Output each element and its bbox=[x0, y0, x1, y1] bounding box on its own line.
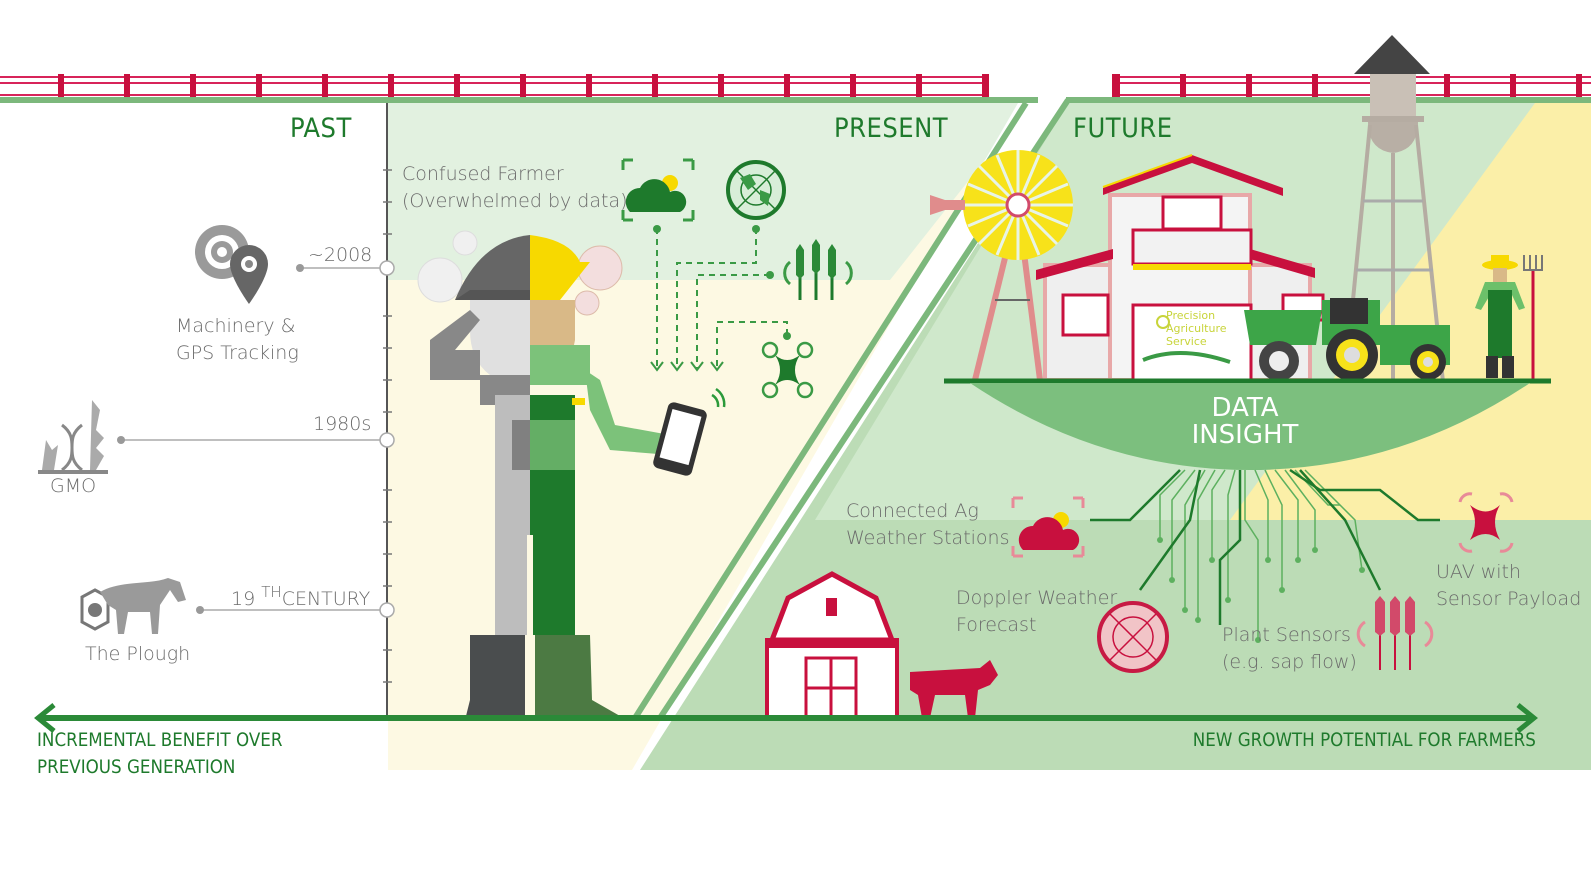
data-insight-bowl bbox=[970, 383, 1530, 470]
future-farmer-illustration bbox=[1475, 255, 1543, 380]
future-drone-icon bbox=[1458, 492, 1514, 553]
source-3-line2: Sensor Payload bbox=[1436, 588, 1582, 610]
timeline-date-1980s: 1980s bbox=[313, 413, 372, 435]
era-label-future: FUTURE bbox=[1073, 113, 1173, 144]
old-barn-illustration bbox=[765, 571, 899, 720]
footer-left-line2: PREVIOUS GENERATION bbox=[37, 756, 236, 778]
caption-line2: (Overwhelmed by data) bbox=[402, 190, 628, 212]
present-weather-station-icon bbox=[621, 158, 695, 368]
caption-line1: Confused Farmer bbox=[402, 163, 564, 185]
timeline-axis bbox=[117, 103, 395, 718]
present-plant-sensor-icon bbox=[696, 239, 853, 368]
source-label-uav: UAV with Sensor Payload bbox=[1436, 559, 1581, 613]
circuit-roots-dark bbox=[1090, 468, 1440, 625]
top-border-left bbox=[0, 97, 1038, 103]
timeline-date-19th-century: 19 THCENTURY bbox=[231, 579, 370, 613]
data-insight-label: DATA INSIGHT bbox=[1145, 395, 1345, 449]
gear-gps-pin-icon bbox=[195, 225, 268, 304]
barn-sign-line3: Service bbox=[1166, 335, 1207, 348]
present-doppler-globe-icon bbox=[676, 160, 786, 368]
dna-crop-icon bbox=[38, 400, 108, 474]
timeline-label-machinery: Machinery & GPS Tracking bbox=[176, 313, 299, 367]
confused-farmer-illustration bbox=[417, 230, 726, 716]
barn-sign-line1: Precision bbox=[1166, 309, 1216, 322]
century-word: CENTURY bbox=[281, 588, 371, 610]
source-label-doppler: Doppler Weather Forecast bbox=[956, 585, 1117, 639]
source-label-weather-stations: Connected Ag Weather Stations bbox=[846, 498, 1010, 552]
footer-left-line1: INCREMENTAL BENEFIT OVER bbox=[37, 729, 283, 751]
future-doppler-globe-icon bbox=[1097, 601, 1169, 673]
timeline-label-gmo: GMO bbox=[50, 475, 97, 497]
source-1-line2: Forecast bbox=[956, 614, 1037, 636]
machinery-line2: GPS Tracking bbox=[176, 342, 299, 364]
source-label-plant-sensors: Plant Sensors (e.g. sap flow) bbox=[1222, 622, 1357, 676]
fence-right bbox=[1112, 74, 1591, 98]
benefit-arrow bbox=[34, 703, 1538, 733]
barn-sign: Precision Agriculture Service bbox=[1166, 309, 1227, 348]
fence-left bbox=[0, 74, 989, 98]
future-plant-sensor-icon bbox=[1356, 596, 1434, 670]
barn-sign-line2: Agriculture bbox=[1166, 322, 1227, 335]
circuit-nodes bbox=[1157, 537, 1365, 643]
cow-illustration bbox=[910, 660, 998, 718]
source-1-line1: Doppler Weather bbox=[956, 587, 1118, 609]
confused-farmer-caption: Confused Farmer (Overwhelmed by data) bbox=[402, 161, 628, 215]
source-0-line2: Weather Stations bbox=[846, 527, 1010, 549]
source-2-line1: Plant Sensors bbox=[1222, 624, 1351, 646]
timeline-label-plough: The Plough bbox=[85, 643, 191, 665]
machinery-line1: Machinery & bbox=[176, 315, 296, 337]
era-label-present: PRESENT bbox=[834, 113, 949, 144]
horse-plough-icon bbox=[80, 578, 186, 634]
present-drone-icon bbox=[716, 321, 814, 399]
smartphone-icon bbox=[653, 387, 726, 476]
footer-right-caption: NEW GROWTH POTENTIAL FOR FARMERS bbox=[1192, 729, 1536, 751]
timeline-date-2008: ~2008 bbox=[308, 244, 373, 266]
insight-line1: DATA bbox=[1211, 393, 1279, 423]
arrowheads bbox=[650, 361, 724, 372]
source-3-line1: UAV with bbox=[1436, 561, 1522, 583]
future-weather-station-icon bbox=[1011, 496, 1085, 558]
source-2-line2: (e.g. sap flow) bbox=[1222, 651, 1357, 673]
century-superscript: TH bbox=[261, 583, 282, 601]
era-label-past: PAST bbox=[290, 113, 352, 144]
source-0-line1: Connected Ag bbox=[846, 500, 979, 522]
footer-left-caption: INCREMENTAL BENEFIT OVER PREVIOUS GENERA… bbox=[37, 727, 282, 781]
windmill-illustration bbox=[930, 150, 1073, 381]
insight-line2: INSIGHT bbox=[1191, 420, 1299, 450]
tractor-illustration bbox=[1244, 298, 1450, 381]
century-number: 19 bbox=[231, 588, 256, 610]
